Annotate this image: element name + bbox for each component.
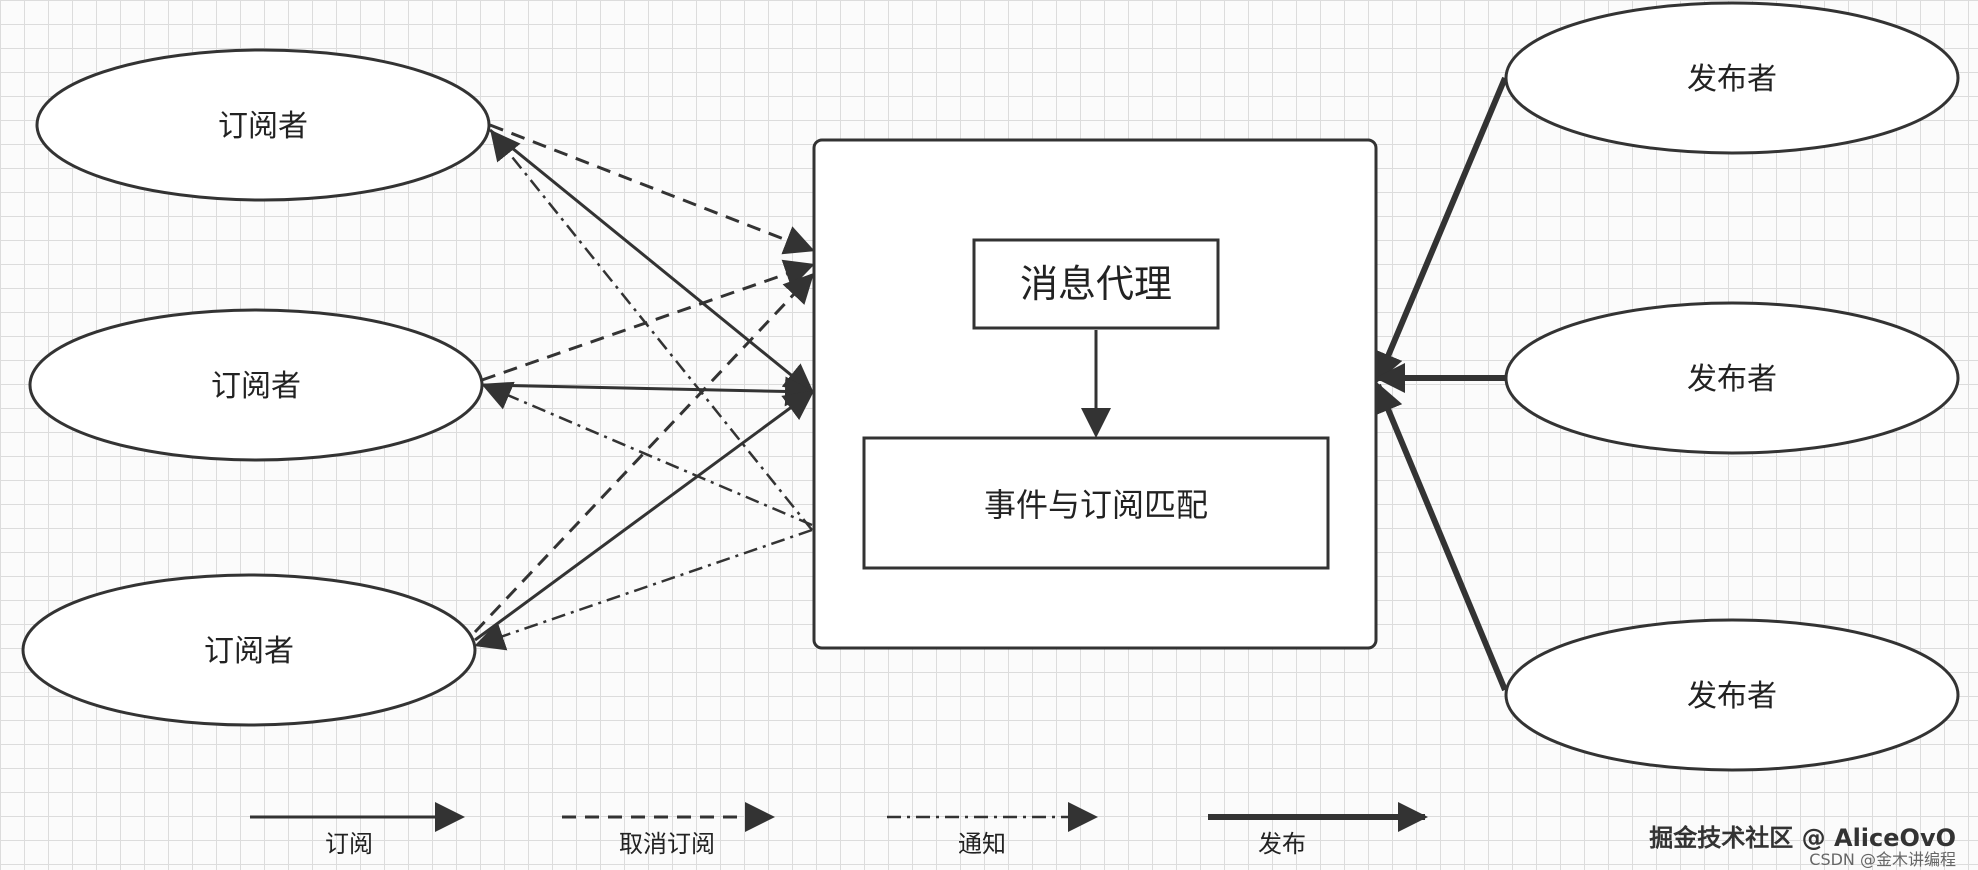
publisher-label: 发布者 <box>1687 679 1777 714</box>
subscribe-edges <box>474 128 815 642</box>
subscriber-label: 订阅者 <box>211 369 301 404</box>
publish-edges <box>1374 76 1508 692</box>
edge-unsubscribe-1 <box>489 123 815 255</box>
edge-subscribe-3 <box>474 390 815 642</box>
edge-unsubscribe-2 <box>481 259 815 382</box>
legend-notify-label: 通知 <box>958 830 1006 858</box>
subscriber-label: 订阅者 <box>204 634 294 669</box>
edge-unsubscribe-3 <box>473 272 815 634</box>
matcher-label: 事件与订阅匹配 <box>984 486 1208 524</box>
publisher-label: 发布者 <box>1687 362 1777 397</box>
subscriber-node-3: 订阅者 <box>21 573 477 727</box>
broker-title-box <box>972 238 1220 330</box>
edge-notify-2 <box>481 381 813 527</box>
subscriber-node-1: 订阅者 <box>35 48 491 202</box>
broker-box: 消息代理 事件与订阅匹配 <box>812 138 1378 650</box>
legend-unsubscribe-label: 取消订阅 <box>619 830 715 858</box>
edge-notify-3 <box>474 528 813 651</box>
watermark-primary: 掘金技术社区 @ AliceOvO <box>1649 824 1956 852</box>
unsubscribe-edges <box>473 123 815 634</box>
subscriber-label: 订阅者 <box>218 109 308 144</box>
legend-notify: 通知 <box>887 802 1098 858</box>
legend-publish-label: 发布 <box>1258 830 1306 858</box>
edge-subscribe-1 <box>489 128 815 394</box>
legend-unsubscribe: 取消订阅 <box>562 802 775 858</box>
legend-subscribe: 订阅 <box>250 802 465 858</box>
edge-notify-1 <box>490 129 813 531</box>
edge-publish-1 <box>1374 76 1508 383</box>
watermark-secondary: CSDN @金木讲编程 <box>1809 850 1956 869</box>
edge-subscribe-2 <box>481 376 815 407</box>
publisher-node-2: 发布者 <box>1504 301 1960 455</box>
matcher-box <box>862 436 1330 570</box>
publisher-label: 发布者 <box>1687 62 1777 97</box>
notify-edges <box>474 129 813 651</box>
legend-subscribe-label: 订阅 <box>325 830 373 858</box>
broker-title: 消息代理 <box>1020 262 1172 306</box>
subscriber-node-2: 订阅者 <box>28 308 484 462</box>
publisher-node-1: 发布者 <box>1504 1 1960 155</box>
publisher-node-3: 发布者 <box>1504 618 1960 772</box>
legend: 订阅 取消订阅 通知 发布 <box>250 802 1428 858</box>
edge-publish-3 <box>1374 382 1508 692</box>
legend-publish: 发布 <box>1208 802 1428 858</box>
